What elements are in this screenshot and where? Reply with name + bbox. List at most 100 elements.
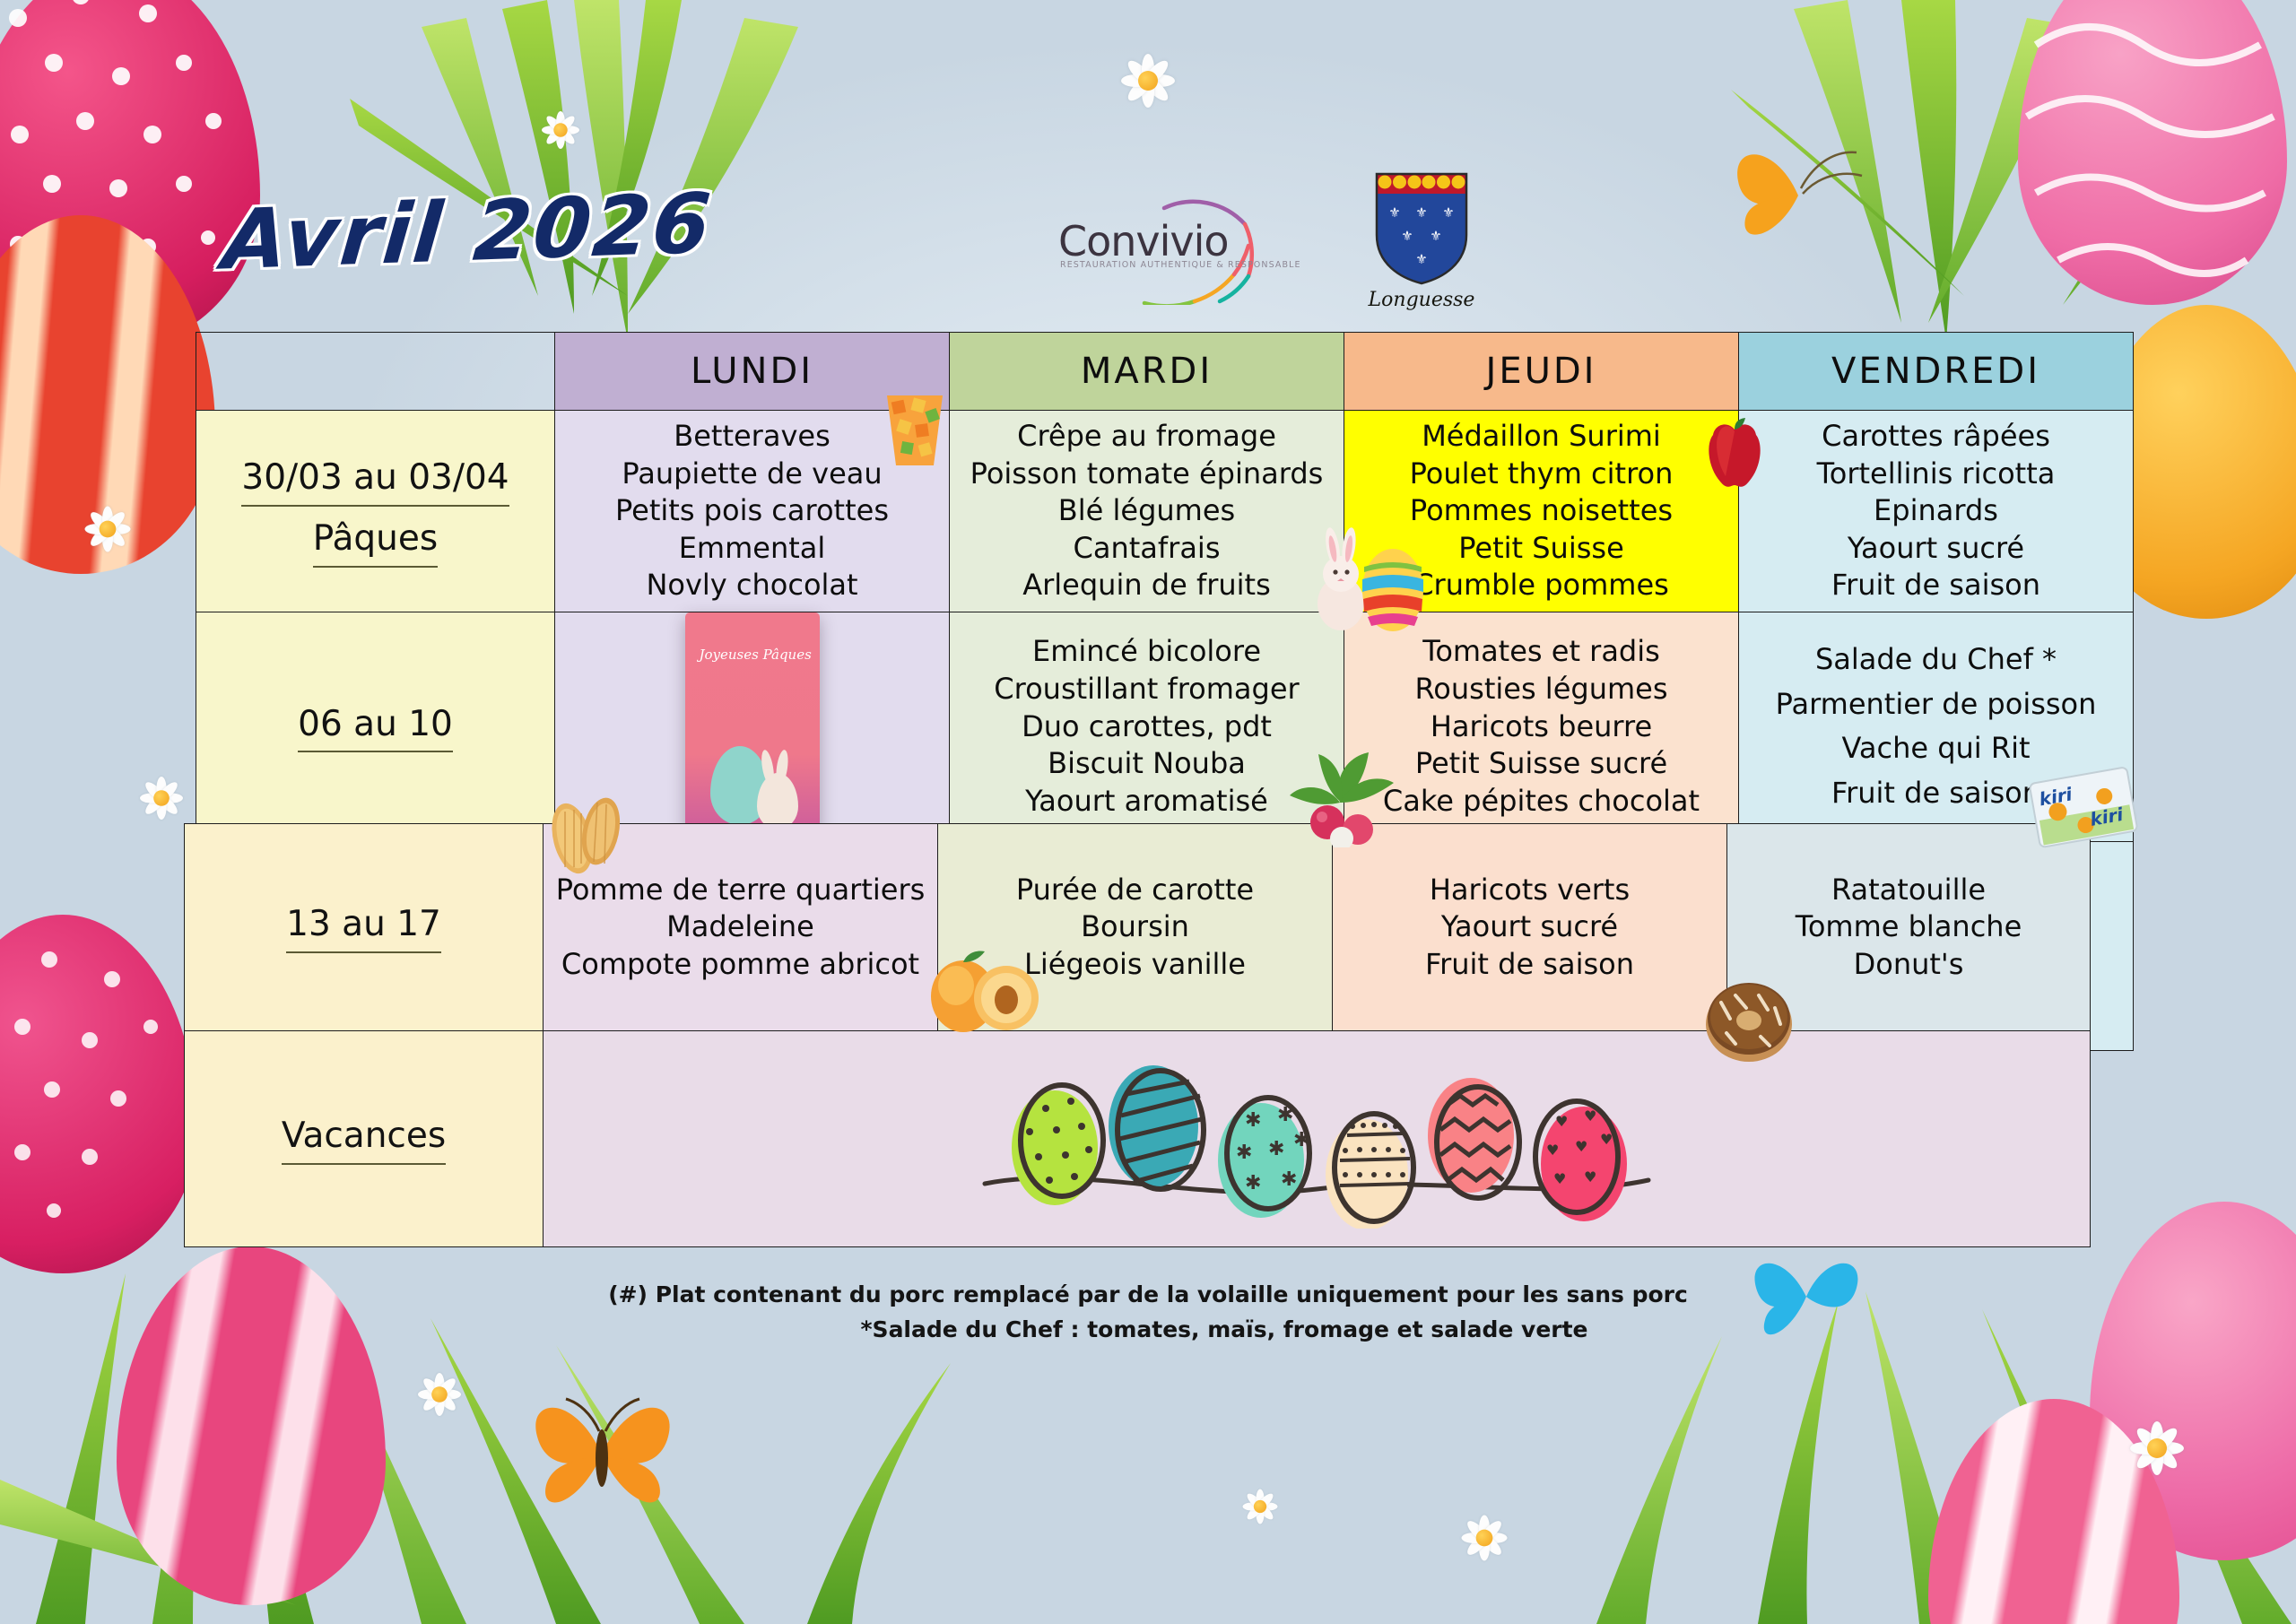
dish-item: Pommes noisettes bbox=[1409, 493, 1674, 528]
dish-list: Crêpe au fromage Poisson tomate épinards… bbox=[950, 411, 1344, 612]
table-corner-cell bbox=[196, 332, 555, 411]
table-row: 13 au 17 Pomme de terre quartiers Madele… bbox=[184, 823, 2091, 1031]
bunny-icon bbox=[756, 772, 798, 829]
dish-item: Yaourt sucré bbox=[1440, 909, 1619, 944]
dish-list: Purée de carotte Boursin Liégeois vanill… bbox=[938, 864, 1332, 991]
dish-item: Donut's bbox=[1853, 946, 1964, 981]
svg-text:♥: ♥ bbox=[1584, 1168, 1596, 1185]
menu-cell-lundi-1: Betteraves Paupiette de veau Petits pois… bbox=[554, 410, 950, 612]
menu-cell-vendredi-1: Carottes râpées Tortellinis ricotta Epin… bbox=[1738, 410, 2134, 612]
dish-list: Ratatouille Tomme blanche Donut's bbox=[1727, 864, 2090, 991]
dish-item: Arlequin de fruits bbox=[1022, 568, 1271, 603]
dish-item: Tortellinis ricotta bbox=[1816, 456, 2056, 491]
vacances-decoration-cell: ✱✱ ✱✱✱ ✱✱ bbox=[543, 1030, 2091, 1247]
svg-text:⚜: ⚜ bbox=[1430, 228, 1441, 244]
dish-item: Betteraves bbox=[674, 419, 831, 453]
menu-cell-lundi-2: Joyeuses Pâques bbox=[554, 611, 950, 842]
dish-list: Pomme de terre quartiers Madeleine Compo… bbox=[544, 864, 937, 991]
dish-item: Crêpe au fromage bbox=[1017, 419, 1276, 453]
menu-cell-jeudi-2: Tomates et radis Rousties légumes Harico… bbox=[1344, 611, 1739, 842]
joyeuses-paques-card-image: Joyeuses Pâques bbox=[684, 612, 820, 841]
week-label-cell-1: 30/03 au 03/04 Pâques bbox=[196, 410, 555, 612]
joyeuses-paques-text: Joyeuses Pâques bbox=[699, 646, 812, 663]
week-label-cell-2: 06 au 10 bbox=[196, 611, 555, 842]
svg-text:✱: ✱ bbox=[1236, 1142, 1252, 1164]
svg-text:⚜: ⚜ bbox=[1388, 204, 1400, 221]
dish-item: Cake pépites chocolat bbox=[1382, 783, 1700, 818]
dish-item: Yaourt sucré bbox=[1847, 530, 2025, 565]
table-row: Vacances bbox=[184, 1030, 2091, 1247]
dish-item: Fruit de saison bbox=[1425, 946, 1634, 981]
dish-item: Fruit de saison bbox=[1831, 776, 2040, 811]
dish-item: Emincé bicolore bbox=[1032, 634, 1261, 669]
dish-list: Haricots verts Yaourt sucré Fruit de sai… bbox=[1333, 864, 1726, 991]
week-range-1: 30/03 au 03/04 bbox=[241, 455, 509, 507]
day-header-jeudi: JEUDI bbox=[1344, 332, 1739, 411]
dish-item: Petit Suisse bbox=[1458, 530, 1624, 565]
dish-item: Blé légumes bbox=[1057, 493, 1236, 528]
svg-text:✱: ✱ bbox=[1268, 1138, 1284, 1160]
dish-item: Pomme de terre quartiers bbox=[555, 872, 926, 907]
footer-line-2: *Salade du Chef : tomates, maïs, fromage… bbox=[860, 1316, 1588, 1342]
week-note-1: Pâques bbox=[312, 516, 439, 568]
dish-item: Paupiette de veau bbox=[622, 456, 883, 491]
longuesse-coat-of-arms: ⚜⚜⚜ ⚜⚜ ⚜ Longuesse bbox=[1363, 170, 1480, 311]
svg-text:✱: ✱ bbox=[1281, 1168, 1297, 1191]
menu-table-overlay: 13 au 17 Pomme de terre quartiers Madele… bbox=[184, 823, 2091, 1247]
convivio-logo: Convivio RESTAURATION AUTHENTIQUE & RESP… bbox=[1058, 170, 1309, 305]
week-range-3: 13 au 17 bbox=[286, 901, 441, 953]
dish-item: Compote pomme abricot bbox=[561, 946, 920, 981]
dish-item: Petits pois carottes bbox=[615, 493, 889, 528]
dish-list: Emincé bicolore Croustillant fromager Du… bbox=[950, 626, 1344, 827]
dish-item: Médaillon Surimi bbox=[1422, 419, 1661, 453]
dish-item: Croustillant fromager bbox=[994, 672, 1300, 707]
svg-text:⚜: ⚜ bbox=[1415, 204, 1427, 221]
menu-cell-lundi-3: Pomme de terre quartiers Madeleine Compo… bbox=[543, 823, 938, 1031]
day-header-vendredi: VENDREDI bbox=[1738, 332, 2134, 411]
svg-text:⚜: ⚜ bbox=[1401, 228, 1413, 244]
easter-eggs-row-decoration: ✱✱ ✱✱✱ ✱✱ bbox=[544, 1031, 2090, 1246]
svg-text:♥: ♥ bbox=[1546, 1142, 1559, 1159]
table-row: 30/03 au 03/04 Pâques Betteraves Paupiet… bbox=[196, 410, 2134, 612]
dish-list: Carottes râpées Tortellinis ricotta Epin… bbox=[1739, 411, 2133, 612]
footer-notes: (#) Plat contenant du porc remplacé par … bbox=[0, 1278, 2296, 1348]
dish-item: Duo carottes, pdt bbox=[1022, 708, 1272, 743]
dish-item: Tomates et radis bbox=[1422, 634, 1660, 669]
svg-text:♥: ♥ bbox=[1600, 1131, 1613, 1148]
dish-item: Haricots beurre bbox=[1430, 708, 1653, 743]
dish-item: Biscuit Nouba bbox=[1048, 746, 1246, 781]
dish-item: Emmental bbox=[678, 530, 826, 565]
dish-item: Haricots verts bbox=[1429, 872, 1631, 907]
dish-item: Crumble pommes bbox=[1413, 568, 1669, 603]
dish-item: Cantafrais bbox=[1073, 530, 1221, 565]
dish-list: Tomates et radis Rousties légumes Harico… bbox=[1344, 626, 1738, 827]
convivio-tagline: RESTAURATION AUTHENTIQUE & RESPONSABLE bbox=[1060, 260, 1301, 270]
menu-cell-mardi-3: Purée de carotte Boursin Liégeois vanill… bbox=[937, 823, 1333, 1031]
dish-list: Betteraves Paupiette de veau Petits pois… bbox=[555, 411, 949, 612]
vacances-label: Vacances bbox=[281, 1113, 447, 1165]
svg-text:♥: ♥ bbox=[1553, 1170, 1566, 1187]
week-range-2: 06 au 10 bbox=[298, 701, 453, 753]
menu-cell-mardi-2: Emincé bicolore Croustillant fromager Du… bbox=[949, 611, 1344, 842]
dish-item: Yaourt aromatisé bbox=[1025, 783, 1268, 818]
dish-item: Salade du Chef * bbox=[1814, 642, 2057, 677]
dish-item: Fruit de saison bbox=[1831, 568, 2040, 603]
dish-list: Salade du Chef * Parmentier de poisson V… bbox=[1739, 630, 2133, 822]
dish-item: Poisson tomate épinards bbox=[970, 456, 1324, 491]
dish-item: Parmentier de poisson bbox=[1775, 686, 2097, 721]
town-name: Longuesse bbox=[1368, 289, 1475, 311]
dish-list: Médaillon Surimi Poulet thym citron Pomm… bbox=[1344, 411, 1738, 612]
svg-text:⚜: ⚜ bbox=[1442, 204, 1454, 221]
butterfly-icon bbox=[1737, 151, 1863, 235]
logo-group: Convivio RESTAURATION AUTHENTIQUE & RESP… bbox=[1058, 170, 1480, 311]
menu-cell-mardi-1: Crêpe au fromage Poisson tomate épinards… bbox=[949, 410, 1344, 612]
dish-item: Purée de carotte bbox=[1015, 872, 1255, 907]
week-label-cell-3: 13 au 17 bbox=[184, 823, 544, 1031]
dish-item: Vache qui Rit bbox=[1841, 731, 2031, 766]
page-title: Avril 2026 bbox=[219, 175, 717, 289]
table-row: 06 au 10 Joyeuses Pâques Emincé bicolore… bbox=[196, 611, 2134, 842]
menu-cell-vendredi-3: Ratatouille Tomme blanche Donut's bbox=[1726, 823, 2091, 1031]
svg-text:⚜: ⚜ bbox=[1415, 251, 1427, 267]
dish-item: Boursin bbox=[1081, 909, 1189, 944]
day-header-mardi: MARDI bbox=[949, 332, 1344, 411]
